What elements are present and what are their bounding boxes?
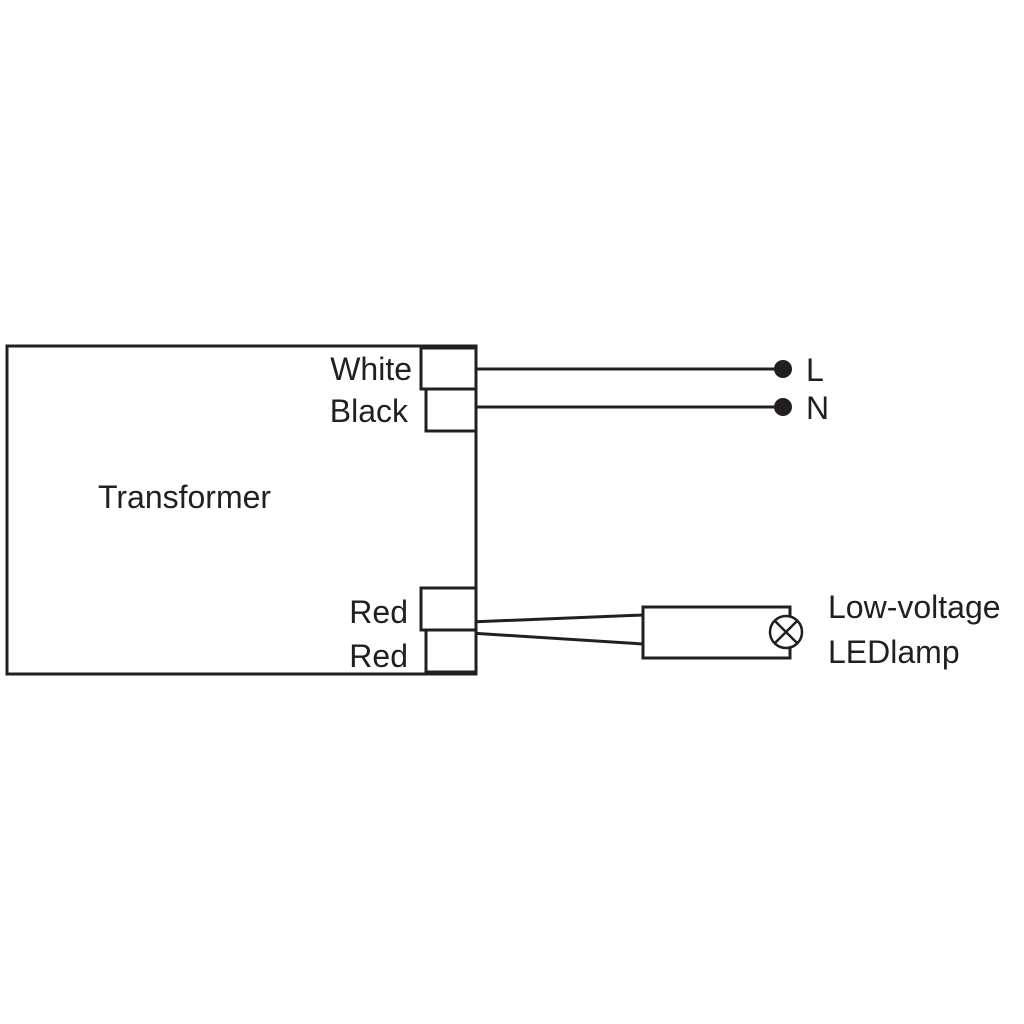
terminal-label-red-top: Red [349, 594, 408, 630]
transformer-box [5, 344, 478, 676]
terminal-box-red-bottom [424, 628, 478, 674]
connection-dot-L [774, 360, 792, 378]
terminal-label-black: Black [329, 393, 408, 429]
lamp-icon [768, 614, 804, 650]
transformer-label: Transformer [98, 479, 272, 515]
wire-red-top-to-lamp [469, 613, 644, 624]
lamp-box [641, 605, 792, 660]
terminal-label-red-bottom: Red [349, 638, 408, 674]
mains-neutral-label: N [806, 390, 830, 426]
terminal-box-red-top [419, 586, 478, 632]
terminal-box-black [424, 387, 478, 433]
lamp-label-line1: Low-voltage [828, 589, 1001, 625]
lamp-label-line2: LEDlamp [828, 634, 960, 670]
terminal-label-white: White [330, 351, 412, 387]
wire-red-bottom-to-lamp [469, 631, 644, 646]
connection-dot-N [774, 398, 792, 416]
terminal-box-white [419, 346, 478, 391]
mains-line-label: L [806, 352, 824, 388]
